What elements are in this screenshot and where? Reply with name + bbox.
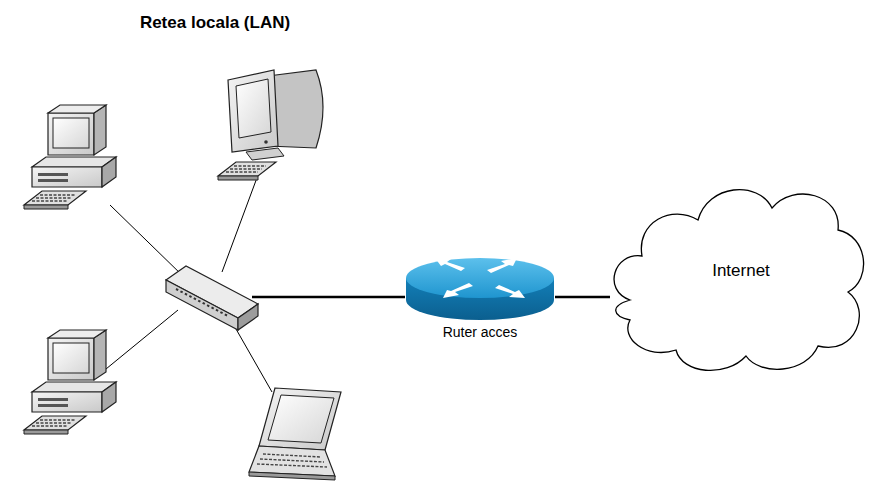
access-router: Ruter acces (405, 248, 555, 346)
cloud-label: Internet (610, 160, 872, 382)
network-link (555, 296, 610, 299)
router-label: Ruter acces (405, 324, 555, 340)
router-shape (405, 248, 555, 322)
diagram-title: Retea locala (LAN) (80, 12, 350, 34)
internet-cloud: Internet (610, 160, 872, 382)
